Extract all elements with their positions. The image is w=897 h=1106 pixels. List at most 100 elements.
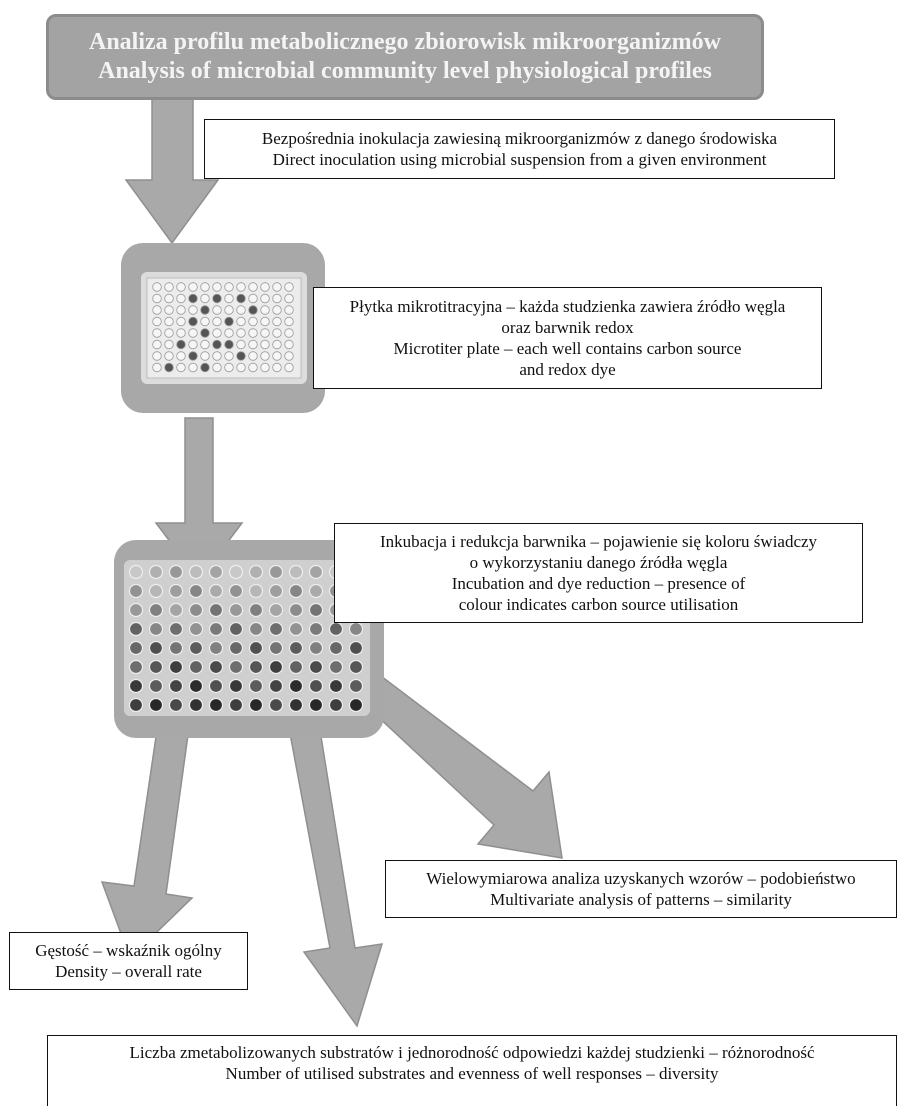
plate-well xyxy=(260,362,270,373)
incubated-well xyxy=(208,602,224,618)
incubated-well xyxy=(268,678,284,694)
density-line-2: Density – overall rate xyxy=(55,962,202,981)
incubated-well xyxy=(148,621,164,637)
incubated-well xyxy=(228,583,244,599)
plate-well xyxy=(164,362,174,373)
plate-well xyxy=(236,305,246,315)
incubated-well xyxy=(168,678,184,694)
incubated-well xyxy=(268,640,284,656)
incubated-well xyxy=(328,697,344,713)
incubated-well xyxy=(228,602,244,618)
multivariate-box: Wielowymiarowa analiza uzyskanych wzorów… xyxy=(385,860,897,918)
plate-well xyxy=(272,339,282,350)
plate-well xyxy=(272,351,282,361)
plate-well xyxy=(248,282,258,292)
plate-well xyxy=(188,293,198,304)
incubated-well xyxy=(248,659,264,675)
incubated-well xyxy=(268,621,284,637)
incubated-well xyxy=(168,602,184,618)
incubated-well xyxy=(148,583,164,599)
plate-well xyxy=(272,305,282,315)
incubated-well xyxy=(348,640,364,656)
plate-well xyxy=(152,362,162,373)
plate-well xyxy=(212,328,222,338)
incubated-well xyxy=(228,697,244,713)
incubated-well xyxy=(288,564,304,580)
incubated-well xyxy=(128,678,144,694)
plate-well xyxy=(236,362,246,373)
incubated-plate-image xyxy=(124,560,370,716)
plate-well xyxy=(188,328,198,338)
incubated-well xyxy=(128,602,144,618)
plate-well xyxy=(284,351,294,361)
incubated-well xyxy=(148,659,164,675)
incubated-well xyxy=(168,697,184,713)
plate-well xyxy=(164,328,174,338)
plate-well xyxy=(284,328,294,338)
plate-well xyxy=(284,282,294,292)
plate-well xyxy=(164,339,174,350)
plate-well xyxy=(212,293,222,304)
incubated-well xyxy=(248,602,264,618)
plate-line-4: and redox dye xyxy=(519,360,616,379)
incubated-well xyxy=(248,621,264,637)
plate-well xyxy=(152,293,162,304)
incubated-well xyxy=(148,640,164,656)
incubated-well xyxy=(288,583,304,599)
incubated-well xyxy=(168,621,184,637)
plate-well xyxy=(236,316,246,327)
incubated-well xyxy=(288,659,304,675)
plate-well xyxy=(272,282,282,292)
incubated-well xyxy=(308,659,324,675)
incubated-well xyxy=(228,678,244,694)
plate-well xyxy=(248,351,258,361)
incubated-well xyxy=(308,621,324,637)
incubated-well xyxy=(348,678,364,694)
plate-well xyxy=(224,316,234,327)
plate-well xyxy=(188,316,198,327)
incubated-well xyxy=(208,697,224,713)
plate-well xyxy=(248,316,258,327)
incubated-well xyxy=(248,583,264,599)
incubated-well xyxy=(328,678,344,694)
incubated-well xyxy=(128,621,144,637)
incubated-well xyxy=(148,602,164,618)
plate-well xyxy=(164,351,174,361)
plate-well xyxy=(176,305,186,315)
plate-well xyxy=(200,305,210,315)
multivariate-line-2: Multivariate analysis of patterns – simi… xyxy=(490,890,792,909)
incubated-well xyxy=(308,583,324,599)
plate-well xyxy=(272,316,282,327)
incubated-well xyxy=(228,659,244,675)
plate-well xyxy=(188,282,198,292)
plate-well xyxy=(248,305,258,315)
incubated-well xyxy=(268,602,284,618)
plate-well xyxy=(224,351,234,361)
plate-well xyxy=(200,328,210,338)
incubated-well xyxy=(128,564,144,580)
plate-well xyxy=(248,362,258,373)
plate-well xyxy=(152,316,162,327)
plate-well xyxy=(152,328,162,338)
incubated-well xyxy=(268,697,284,713)
incubated-well xyxy=(348,659,364,675)
density-box: Gęstość – wskaźnik ogólny Density – over… xyxy=(9,932,248,990)
inoculation-line-1: Bezpośrednia inokulacja zawiesiną mikroo… xyxy=(261,129,778,148)
plate-well xyxy=(188,351,198,361)
plate-well xyxy=(164,316,174,327)
incubated-well xyxy=(308,564,324,580)
incubated-well xyxy=(188,602,204,618)
plate-well xyxy=(236,282,246,292)
incubated-well xyxy=(288,697,304,713)
plate-well xyxy=(212,339,222,350)
incubated-well xyxy=(328,659,344,675)
plate-line-2: oraz barwnik redox xyxy=(501,318,634,337)
incubated-well xyxy=(208,621,224,637)
incubated-well xyxy=(248,697,264,713)
incubated-well xyxy=(168,583,184,599)
incubated-well xyxy=(308,640,324,656)
incubated-well xyxy=(268,659,284,675)
plate-well xyxy=(272,362,282,373)
plate-well xyxy=(236,351,246,361)
